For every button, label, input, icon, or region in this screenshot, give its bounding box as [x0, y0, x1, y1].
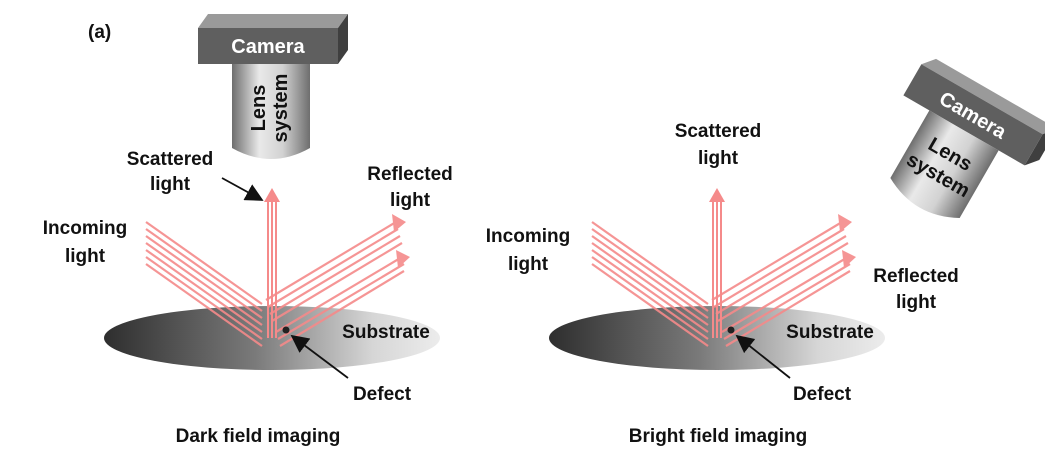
scattered-light-beam	[264, 188, 280, 338]
incoming-label-line2: light	[508, 254, 549, 275]
defect-dot	[727, 326, 735, 334]
scattered-label-line1: Scattered	[127, 149, 214, 170]
dark-field-panel: Camera Lens system	[43, 14, 453, 447]
bright-field-panel: Camera Lens system	[486, 58, 1045, 447]
defect-label: Defect	[353, 384, 412, 405]
incoming-light-beams	[145, 221, 263, 347]
scattered-label-line1: Scattered	[675, 121, 762, 142]
lens-label-line1: Lens	[248, 85, 270, 132]
incoming-light-beams	[591, 221, 709, 347]
panel-tag: (a)	[88, 22, 111, 43]
reflected-label-line2: light	[390, 190, 431, 211]
defect-label: Defect	[793, 384, 852, 405]
incoming-label-line1: Incoming	[43, 218, 127, 239]
scattered-label-line2: light	[698, 148, 739, 169]
reflected-label-line2: light	[896, 292, 937, 313]
reflected-label-line1: Reflected	[873, 266, 959, 287]
camera-block: Camera	[198, 14, 348, 64]
reflected-label-line1: Reflected	[367, 164, 453, 185]
camera-label: Camera	[231, 36, 305, 58]
reflected-light-beams	[265, 214, 410, 347]
incoming-label-line1: Incoming	[486, 226, 570, 247]
lens-system: Lens system	[890, 110, 999, 218]
defect-pointer	[735, 334, 791, 379]
substrate-label: Substrate	[786, 322, 874, 343]
scattered-label-line2: light	[150, 174, 191, 195]
lens-label-line2: system	[270, 74, 292, 143]
lens-system: Lens system	[232, 64, 310, 159]
defect-pointer	[290, 334, 349, 379]
scattered-pointer	[221, 177, 264, 201]
scattered-light-beam	[709, 188, 725, 338]
caption: Dark field imaging	[176, 426, 341, 447]
reflected-light-beams	[711, 214, 856, 347]
substrate-label: Substrate	[342, 322, 430, 343]
caption: Bright field imaging	[629, 426, 807, 447]
defect-dot	[282, 326, 290, 334]
incoming-label-line2: light	[65, 246, 106, 267]
tilted-camera-assembly: Camera Lens system	[890, 58, 1045, 218]
